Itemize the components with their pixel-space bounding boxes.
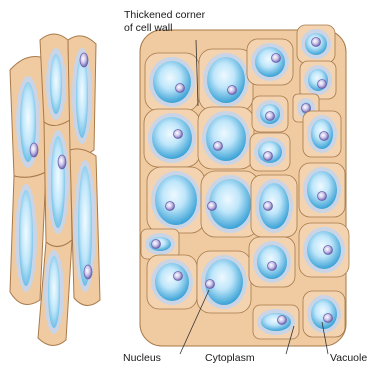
long-nucleus — [30, 143, 38, 157]
parenchyma-cell — [145, 53, 199, 111]
long-vacuole — [48, 256, 60, 328]
parenchyma-cell — [201, 171, 259, 237]
parenchyma-cell — [303, 291, 345, 337]
nucleus — [174, 272, 183, 281]
label-vacuole: Vacuole — [330, 352, 367, 364]
nucleus — [264, 152, 273, 161]
parenchyma-cell — [249, 237, 295, 287]
label-cytoplasm: Cytoplasm — [205, 352, 255, 364]
vacuole — [155, 175, 197, 225]
long-vacuole — [51, 136, 65, 228]
nucleus — [312, 38, 321, 47]
label-cell-wall: of cell wall — [124, 22, 172, 34]
label-nucleus: Nucleus — [123, 352, 161, 364]
parenchyma-cell — [144, 109, 200, 167]
long-vacuole — [50, 54, 62, 114]
nucleus — [278, 316, 287, 325]
nucleus — [174, 130, 183, 139]
nucleus — [324, 246, 333, 255]
parenchyma-cell — [147, 255, 197, 309]
parenchyma-cell — [197, 251, 251, 313]
nucleus — [320, 132, 329, 141]
nucleus — [266, 112, 275, 121]
parenchyma-cell — [250, 133, 290, 171]
parenchyma-cell — [299, 163, 345, 217]
parenchyma-cell — [198, 107, 254, 169]
cross-section — [140, 25, 349, 346]
vacuole — [206, 115, 246, 161]
long-nucleus — [58, 155, 66, 169]
vacuole — [152, 117, 192, 159]
nucleus — [324, 314, 333, 323]
nucleus — [206, 280, 215, 289]
parenchyma-cell — [147, 167, 205, 233]
long-nucleus — [84, 265, 92, 279]
parenchyma-cell — [251, 175, 297, 237]
nucleus — [264, 202, 273, 211]
vacuole — [255, 47, 285, 77]
parenchyma-cell — [299, 223, 349, 277]
parenchyma-cell — [300, 61, 336, 99]
parenchyma-cell — [247, 39, 293, 85]
nucleus — [272, 54, 281, 63]
label-thickened-corner: Thickened corner — [124, 9, 205, 21]
parenchyma-cell — [141, 229, 179, 259]
nucleus — [268, 262, 277, 271]
nucleus — [166, 202, 175, 211]
longitudinal-section — [10, 34, 100, 346]
parenchyma-cell — [303, 111, 341, 157]
nucleus — [152, 240, 161, 249]
vacuole — [153, 61, 191, 103]
parenchyma-cell — [297, 25, 335, 63]
vacuole — [307, 171, 337, 209]
nucleus — [208, 202, 217, 211]
vacuole — [155, 263, 189, 301]
vacuole — [207, 57, 245, 103]
nucleus — [214, 142, 223, 151]
nucleus — [176, 84, 185, 93]
nucleus — [318, 192, 327, 201]
nucleus — [228, 86, 237, 95]
parenchyma-cell — [252, 96, 288, 132]
long-vacuole — [19, 190, 33, 286]
nucleus — [318, 80, 327, 89]
vacuole — [261, 313, 291, 331]
parenchyma-cell — [199, 49, 253, 111]
vacuole — [311, 299, 337, 329]
long-nucleus — [80, 53, 88, 67]
